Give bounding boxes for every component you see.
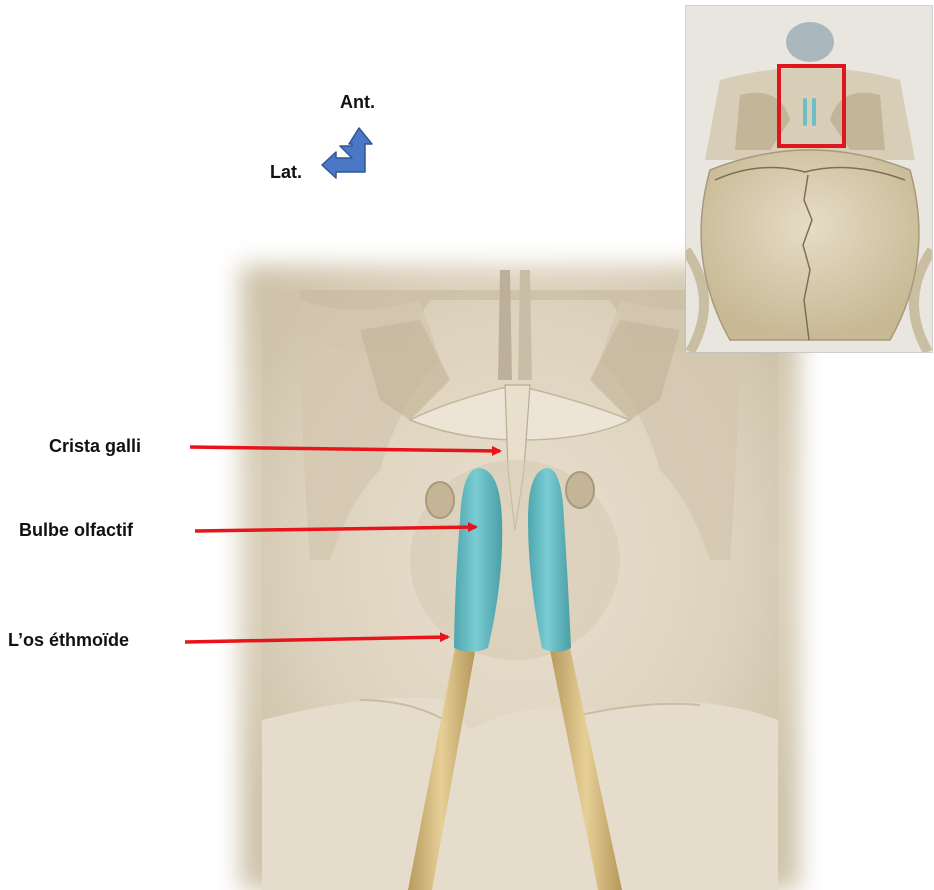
label-bulbe-olfactif: Bulbe olfactif bbox=[19, 520, 133, 541]
label-crista-galli: Crista galli bbox=[49, 436, 141, 457]
main-anatomy-image bbox=[240, 265, 800, 890]
orientation-arrow-icon bbox=[322, 128, 372, 178]
lateral-label: Lat. bbox=[270, 162, 302, 183]
inset-skull-view bbox=[686, 6, 932, 352]
label-os-ethmoide: L’os éthmoïde bbox=[8, 630, 129, 651]
anterior-label: Ant. bbox=[340, 92, 375, 113]
